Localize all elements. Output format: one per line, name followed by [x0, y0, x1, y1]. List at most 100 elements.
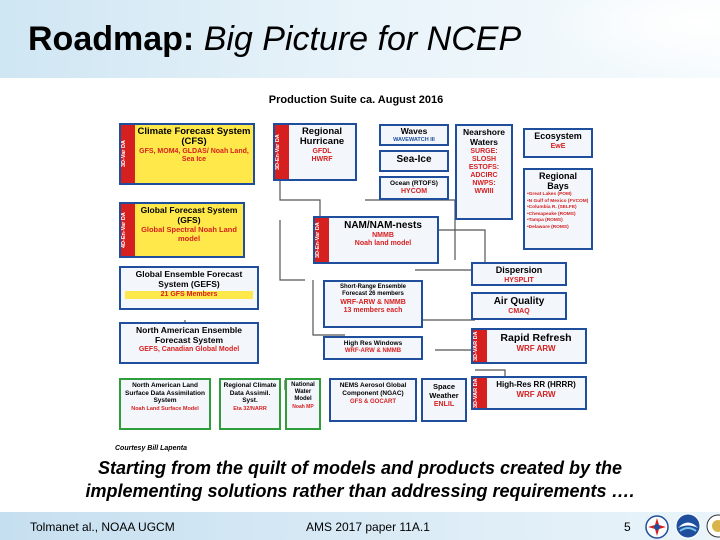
nearshore-line: SLOSH	[471, 156, 497, 163]
hrrr-sub: WRF ARW	[516, 390, 556, 399]
ocean-box: Ocean (RTOFS) HYCOM	[379, 176, 449, 200]
ngac-box: NEMS Aerosol Global Component (NGAC) GFS…	[329, 378, 417, 422]
nwm-title: National Water Model	[291, 382, 315, 402]
footer-bar	[0, 512, 720, 540]
nam-sub2: Noah land model	[354, 240, 412, 247]
nearshore-line: WWIII	[474, 188, 494, 195]
ocean-title: Ocean (RTOFS)	[390, 180, 438, 187]
caption-line-2: implementing solutions rather than addre…	[85, 481, 635, 501]
rcdas-sub: Eta 32/NARR	[233, 405, 267, 412]
space-title: Space Weather	[429, 382, 459, 400]
footer-authors: Tolmanet al., NOAA UGCM	[30, 520, 175, 534]
hurricane-title: Regional Hurricane	[299, 126, 345, 147]
slide-title: Roadmap: Big Picture for NCEP	[28, 20, 521, 59]
nearshore-line: ADCIRC	[470, 172, 498, 179]
slide-caption: Starting from the quilt of models and pr…	[0, 457, 720, 503]
hrrr-da-tag: 3D-VAR DA	[473, 378, 487, 408]
ocean-sub: HYCOM	[400, 188, 428, 195]
regional-bays-box: Regional Bays •Great Lakes (POM) •N Gulf…	[523, 168, 593, 250]
space-weather-box: Space Weather ENLIL	[421, 378, 467, 422]
waves-sub: WAVEWATCH III	[393, 136, 435, 143]
rapid-refresh-box: 3D-VAR DA Rapid Refresh WRF ARW	[471, 328, 587, 364]
gfs-sub: Global Spectral Noah Land model	[141, 225, 237, 243]
air-quality-box: Air Quality CMAQ	[471, 292, 567, 320]
nwm-box: National Water Model Noah MP	[285, 378, 321, 430]
cfs-sub: GFS, MOM4, GLDAS/ Noah Land, Sea Ice	[139, 148, 249, 163]
sref-sub1: WRF-ARW & NMMB	[340, 299, 406, 306]
title-banner	[0, 0, 720, 78]
hurricane-box: 3D-En-Var DA Regional Hurricane GFDL HWR…	[273, 123, 357, 181]
bays-line: •N Gulf of Mexico (FVCOM)	[527, 198, 589, 204]
bays-title: Regional Bays	[538, 171, 577, 191]
dispersion-title: Dispersion	[495, 265, 543, 275]
nam-da-tag: 3D-En-Var DA	[315, 218, 329, 262]
bays-line: •Columbia R. (SELFE)	[527, 205, 577, 210]
nldas-box: North American Land Surface Data Assimil…	[119, 378, 211, 430]
ngac-title: NEMS Aerosol Global Component (NGAC)	[339, 382, 407, 397]
cfs-da-tag: 3D-Var DA	[121, 125, 135, 183]
caption-line-1: Starting from the quilt of models and pr…	[97, 458, 623, 478]
dispersion-sub: HYSPLIT	[504, 276, 534, 284]
title-italic: Big Picture for NCEP	[203, 20, 522, 58]
hurricane-sub1: GFDL	[312, 148, 332, 155]
gefs-sub: 21 GFS Members	[125, 291, 253, 299]
commerce-seal-icon	[706, 514, 720, 538]
ecosystem-sub: EwE	[550, 142, 566, 150]
air-quality-sub: CMAQ	[508, 308, 530, 315]
gfs-box: 4D-En-Var DA Global Forecast System (GFS…	[119, 202, 245, 258]
rap-title: Rapid Refresh	[500, 332, 572, 344]
hurricane-sub2: HWRF	[311, 156, 333, 163]
rcdas-title: Regional Climate Data Assimil. Syst.	[223, 382, 277, 404]
cfs-box: 3D-Var DA Climate Forecast System (CFS) …	[119, 123, 255, 185]
ngac-sub: GFS & GOCART	[350, 399, 396, 405]
noaa-logo-icon	[675, 513, 701, 539]
bays-line: •Delaware (ROMS)	[527, 224, 569, 230]
gfs-da-tag: 4D-En-Var DA	[121, 204, 135, 256]
rcdas-box: Regional Climate Data Assimil. Syst. Eta…	[219, 378, 281, 430]
space-sub: ENLIL	[433, 401, 455, 408]
waves-box: Waves WAVEWATCH III	[379, 124, 449, 146]
naefs-title: North American Ensemble Forecast System	[136, 325, 242, 345]
sref-sub2: 13 members each	[343, 307, 403, 314]
waves-title: Waves	[400, 126, 428, 136]
rap-sub: WRF ARW	[516, 344, 556, 353]
nam-sub1: NMMB	[372, 232, 394, 239]
sea-ice-box: Sea-Ice	[379, 150, 449, 172]
hires-windows-box: High Res Windows WRF-ARW & NMMB	[323, 336, 423, 360]
sref-box: Short-Range Ensemble Forecast 26 members…	[323, 280, 423, 328]
diagram-title: Production Suite ca. August 2016	[268, 94, 444, 106]
bays-line: •Tampa (ROMS)	[527, 218, 563, 223]
nam-title: NAM/NAM-nests	[344, 220, 422, 231]
production-suite-diagram: Production Suite ca. August 2016 3D-Var …	[105, 80, 607, 456]
hrrr-box: 3D-VAR DA High-Res RR (HRRR) WRF ARW	[471, 376, 587, 410]
nwm-sub: Noah MP	[292, 404, 314, 410]
ecosystem-box: Ecosystem EwE	[523, 128, 593, 158]
nldas-sub: Noah Land Surface Model	[131, 405, 199, 412]
bays-line: •Great Lakes (POM)	[527, 192, 572, 197]
rap-da-tag: 3D-VAR DA	[473, 330, 487, 362]
bays-line: •Chesapeake (ROMS)	[527, 211, 576, 217]
gefs-box: Global Ensemble Forecast System (GEFS) 2…	[119, 266, 259, 310]
air-quality-title: Air Quality	[493, 296, 545, 307]
title-bold: Roadmap:	[28, 20, 195, 58]
gefs-title: Global Ensemble Forecast System (GEFS)	[135, 269, 243, 289]
title-divider	[0, 78, 720, 81]
nam-box: 3D-En-Var DA NAM/NAM-nests NMMB Noah lan…	[313, 216, 439, 264]
nearshore-line: ESTOFS:	[468, 164, 500, 171]
cfs-title: Climate Forecast System (CFS)	[137, 126, 251, 147]
page-number: 5	[624, 520, 631, 534]
hurricane-da-tag: 3D-En-Var DA	[275, 125, 289, 179]
ecosystem-title: Ecosystem	[534, 131, 582, 141]
sref-title: Short-Range Ensemble Forecast 26 members	[339, 284, 406, 297]
footer-paper: AMS 2017 paper 11A.1	[306, 520, 430, 534]
sea-ice-title: Sea-Ice	[396, 154, 432, 165]
nws-logo-icon	[645, 515, 669, 539]
naefs-sub: GEFS, Canadian Global Model	[138, 346, 240, 353]
nldas-title: North American Land Surface Data Assimil…	[125, 382, 205, 404]
dispersion-box: Dispersion HYSPLIT	[471, 262, 567, 286]
hrrr-title: High-Res RR (HRRR)	[496, 380, 576, 389]
nearshore-title: Nearshore Waters	[462, 127, 506, 147]
nearshore-line: NWPS:	[472, 180, 496, 187]
courtesy-credit: Courtesy Bill Lapenta	[115, 445, 187, 452]
gfs-title: Global Forecast System (GFS)	[140, 205, 238, 225]
